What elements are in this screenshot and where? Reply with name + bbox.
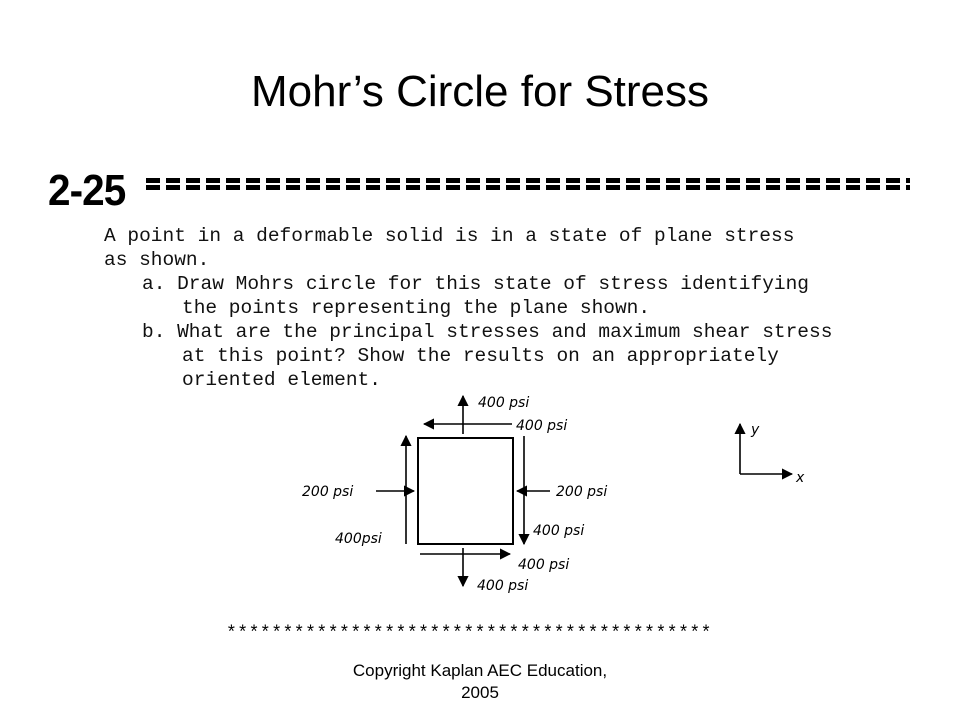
- x-axis-label: x: [795, 470, 805, 486]
- slide-title: Mohr’s Circle for Stress: [250, 67, 710, 116]
- problem-line-5: b. What are the principal stresses and m…: [142, 321, 833, 343]
- stress-element-square: [417, 437, 514, 545]
- label-bottom-shear: 400 psi: [518, 557, 569, 573]
- problem-line-7: oriented element.: [182, 369, 381, 391]
- label-bottom-normal: 400 psi: [477, 578, 528, 594]
- label-left-normal: 200 psi: [302, 484, 353, 500]
- dashed-rule: [146, 178, 910, 190]
- problem-line-4: the points representing the plane shown.: [182, 297, 651, 319]
- problem-number: 2-25: [48, 166, 126, 215]
- problem-line-6: at this point? Show the results on an ap…: [182, 345, 779, 367]
- label-top-shear: 400 psi: [516, 418, 567, 434]
- label-top-normal: 400 psi: [478, 395, 529, 411]
- problem-line-3: a. Draw Mohrs circle for this state of s…: [142, 273, 810, 295]
- label-right-normal: 200 psi: [556, 484, 607, 500]
- label-left-shear: 400psi: [335, 531, 382, 547]
- problem-line-2: as shown.: [104, 249, 210, 271]
- problem-line-1: A point in a deformable solid is in a st…: [104, 225, 795, 247]
- asterisk-separator: ****************************************…: [226, 624, 712, 644]
- y-axis-label: y: [750, 422, 760, 438]
- copyright-notice: Copyright Kaplan AEC Education, 2005: [0, 660, 960, 704]
- label-right-shear: 400 psi: [533, 523, 584, 539]
- copyright-line-1: Copyright Kaplan AEC Education,: [352, 661, 608, 680]
- copyright-line-2: 2005: [461, 683, 499, 702]
